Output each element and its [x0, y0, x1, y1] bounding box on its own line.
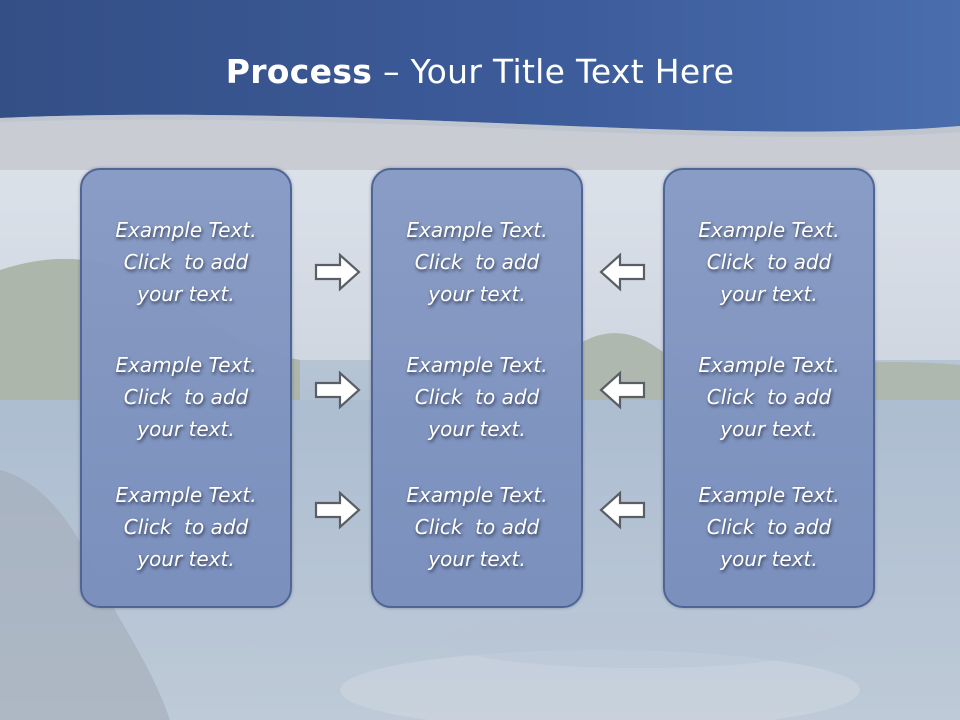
text-block[interactable]: Example Text. Click to add your text. [373, 349, 581, 445]
text-line: Example Text. [698, 483, 840, 507]
header-band [0, 0, 960, 170]
title-rest: – Your Title Text Here [372, 52, 735, 91]
text-line: Click to add [123, 250, 249, 274]
text-line: Click to add [414, 385, 540, 409]
text-line: Example Text. [115, 353, 257, 377]
text-line: your text. [428, 417, 526, 441]
process-box-middle[interactable]: Example Text. Click to add your text. Ex… [371, 168, 583, 608]
text-line: Example Text. [406, 353, 548, 377]
text-line: your text. [428, 282, 526, 306]
arrow-right-icon[interactable] [314, 252, 362, 292]
text-line: your text. [720, 282, 818, 306]
slide-title[interactable]: Process – Your Title Text Here [0, 52, 960, 91]
text-block[interactable]: Example Text. Click to add your text. [373, 214, 581, 310]
text-line: your text. [720, 547, 818, 571]
text-line: Click to add [706, 250, 832, 274]
text-line: Example Text. [406, 483, 548, 507]
process-box-left[interactable]: Example Text. Click to add your text. Ex… [80, 168, 292, 608]
process-box-right[interactable]: Example Text. Click to add your text. Ex… [663, 168, 875, 608]
text-block[interactable]: Example Text. Click to add your text. [82, 479, 290, 575]
text-block[interactable]: Example Text. Click to add your text. [373, 479, 581, 575]
text-block[interactable]: Example Text. Click to add your text. [665, 349, 873, 445]
text-block[interactable]: Example Text. Click to add your text. [665, 214, 873, 310]
text-block[interactable]: Example Text. Click to add your text. [665, 479, 873, 575]
text-line: Click to add [414, 250, 540, 274]
text-line: Example Text. [698, 353, 840, 377]
text-line: your text. [137, 547, 235, 571]
text-line: Example Text. [115, 483, 257, 507]
text-line: Click to add [414, 515, 540, 539]
text-line: Click to add [706, 515, 832, 539]
arrow-right-icon[interactable] [314, 490, 362, 530]
arrow-right-icon[interactable] [314, 370, 362, 410]
text-line: your text. [720, 417, 818, 441]
text-block[interactable]: Example Text. Click to add your text. [82, 349, 290, 445]
text-line: Example Text. [115, 218, 257, 242]
arrow-left-icon[interactable] [598, 490, 646, 530]
text-line: Click to add [123, 515, 249, 539]
text-block[interactable]: Example Text. Click to add your text. [82, 214, 290, 310]
text-line: your text. [137, 282, 235, 306]
arrow-left-icon[interactable] [598, 252, 646, 292]
text-line: Click to add [706, 385, 832, 409]
text-line: Click to add [123, 385, 249, 409]
text-line: your text. [137, 417, 235, 441]
title-bold: Process [225, 52, 373, 91]
text-line: your text. [428, 547, 526, 571]
arrow-left-icon[interactable] [598, 370, 646, 410]
text-line: Example Text. [698, 218, 840, 242]
text-line: Example Text. [406, 218, 548, 242]
